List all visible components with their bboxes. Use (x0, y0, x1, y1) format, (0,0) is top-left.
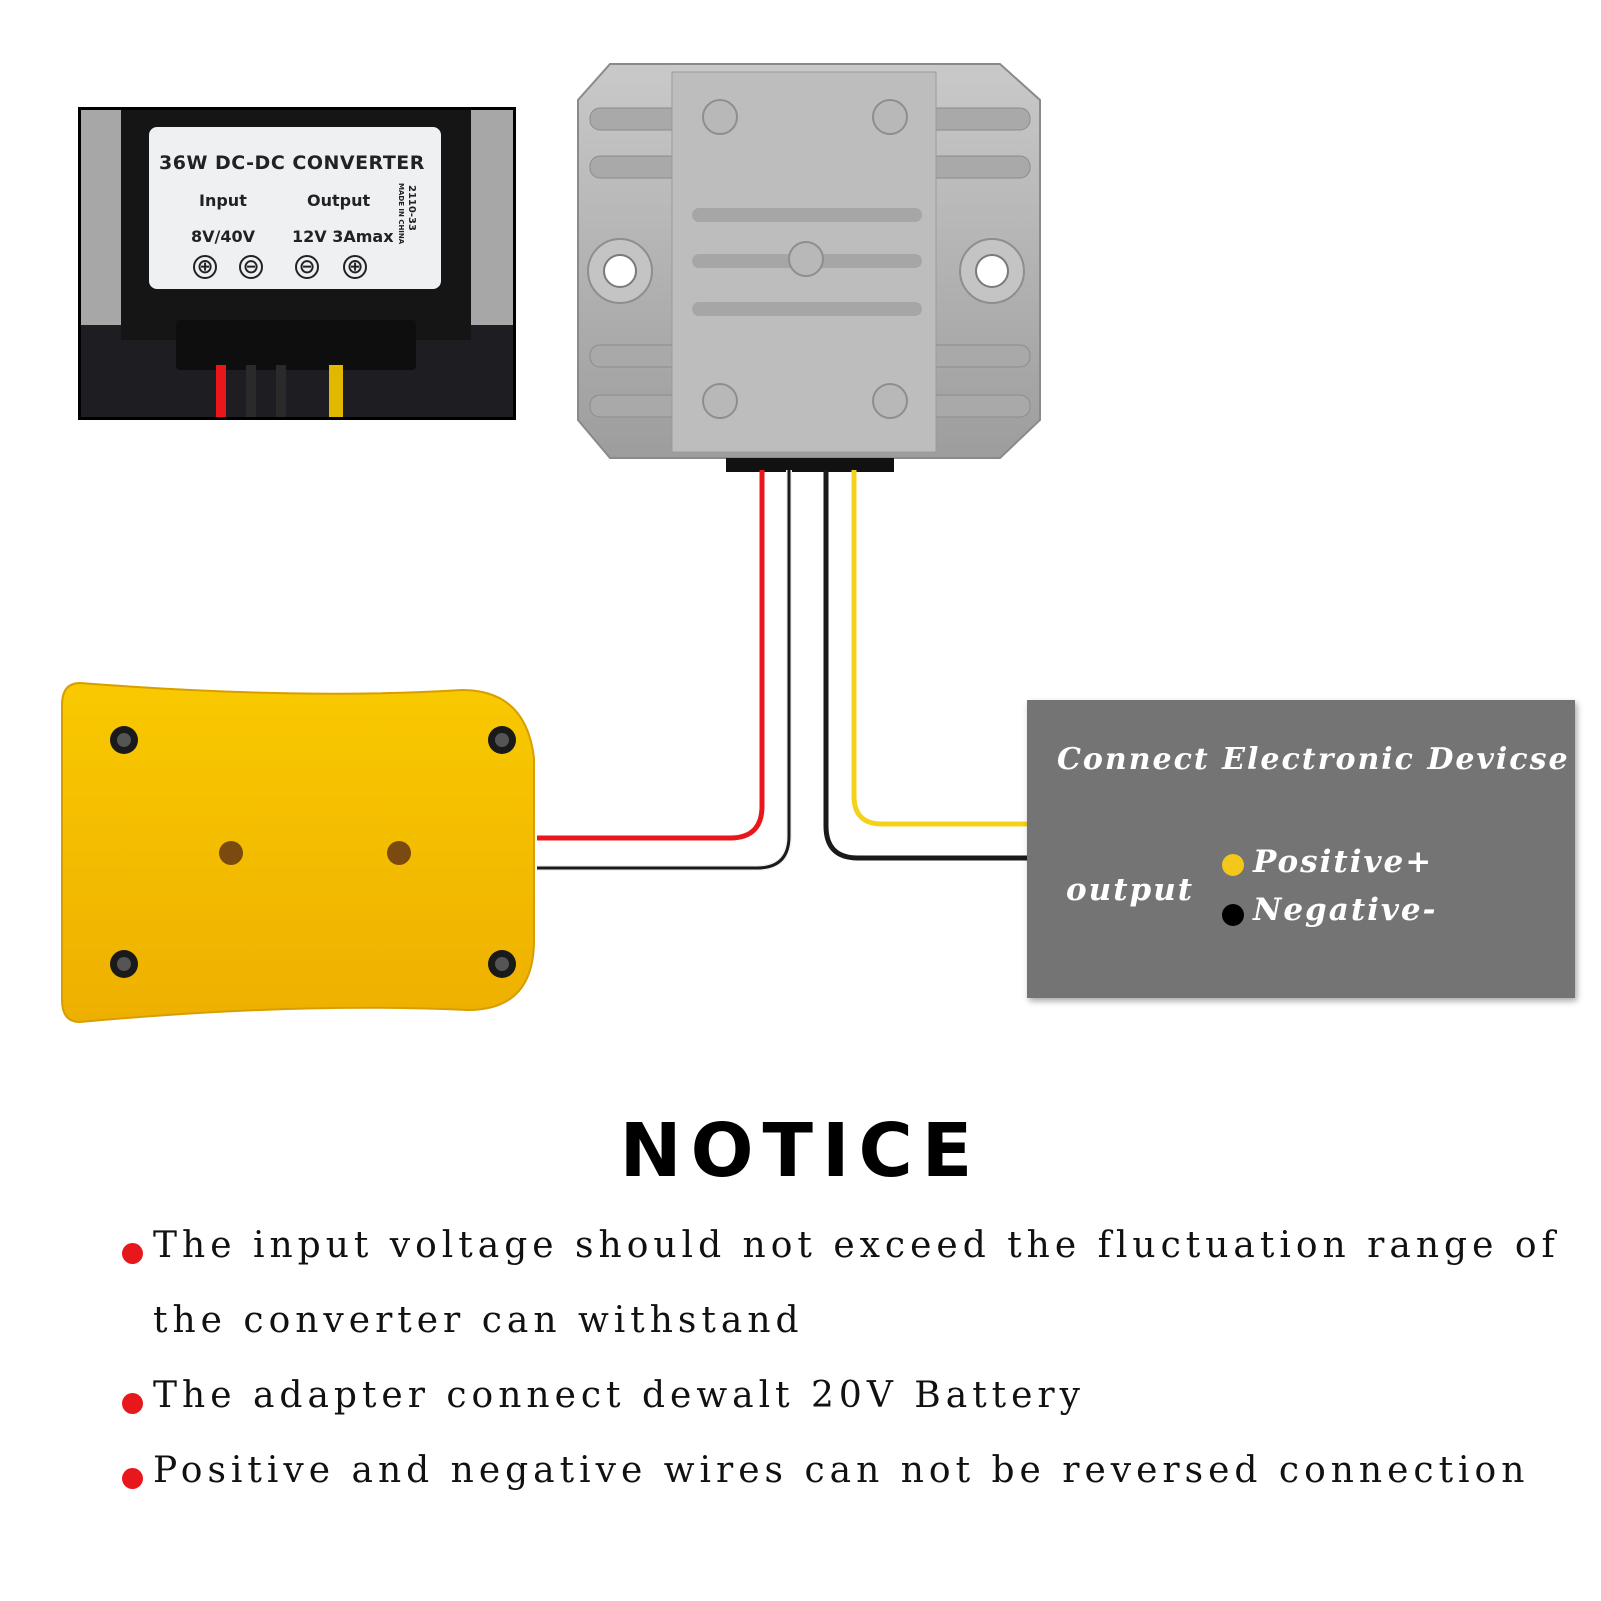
negative-dot-icon (1222, 904, 1244, 926)
bullet-icon (122, 1468, 143, 1489)
bullet-icon (122, 1243, 143, 1264)
notice-item-1: The input voltage should not exceed the … (153, 1225, 1560, 1266)
input-negative-icon: ⊖ (239, 255, 263, 279)
notice-item-3: Positive and negative wires can not be r… (153, 1450, 1530, 1491)
input-positive-icon: ⊕ (193, 255, 217, 279)
device-box-title: Connect Electronic Devicse (1057, 742, 1570, 777)
output-positive-icon: ⊕ (343, 255, 367, 279)
positive-label: Positive+ (1253, 844, 1434, 880)
input-voltage: 8V/40V (191, 227, 256, 246)
converter-spec-label: 36W DC-DC CONVERTER Input Output 8V/40V … (149, 127, 441, 289)
converter-title: 36W DC-DC CONVERTER (159, 152, 425, 174)
notice-item-1-continued: the converter can withstand (153, 1300, 804, 1341)
output-spec: 12V 3Amax (292, 227, 394, 246)
positive-dot-icon (1222, 854, 1244, 876)
output-label: output (1066, 872, 1195, 908)
converter-label-inset: 36W DC-DC CONVERTER Input Output 8V/40V … (78, 107, 516, 420)
notice-title: NOTICE (619, 1108, 982, 1194)
output-label: Output (307, 191, 371, 210)
electronic-device-box: Connect Electronic Devicse output Positi… (1027, 700, 1575, 998)
made-in-text: MADE IN CHINA (397, 183, 405, 245)
dc-dc-converter (577, 63, 1041, 472)
negative-label: Negative- (1253, 892, 1438, 928)
bullet-icon (122, 1393, 143, 1414)
input-label: Input (199, 191, 247, 210)
battery-adapter (61, 681, 536, 1024)
wires (537, 470, 1030, 871)
output-negative-icon: ⊖ (295, 255, 319, 279)
model-code: 2110-33 (406, 185, 417, 231)
notice-item-2: The adapter connect dewalt 20V Battery (153, 1375, 1085, 1416)
